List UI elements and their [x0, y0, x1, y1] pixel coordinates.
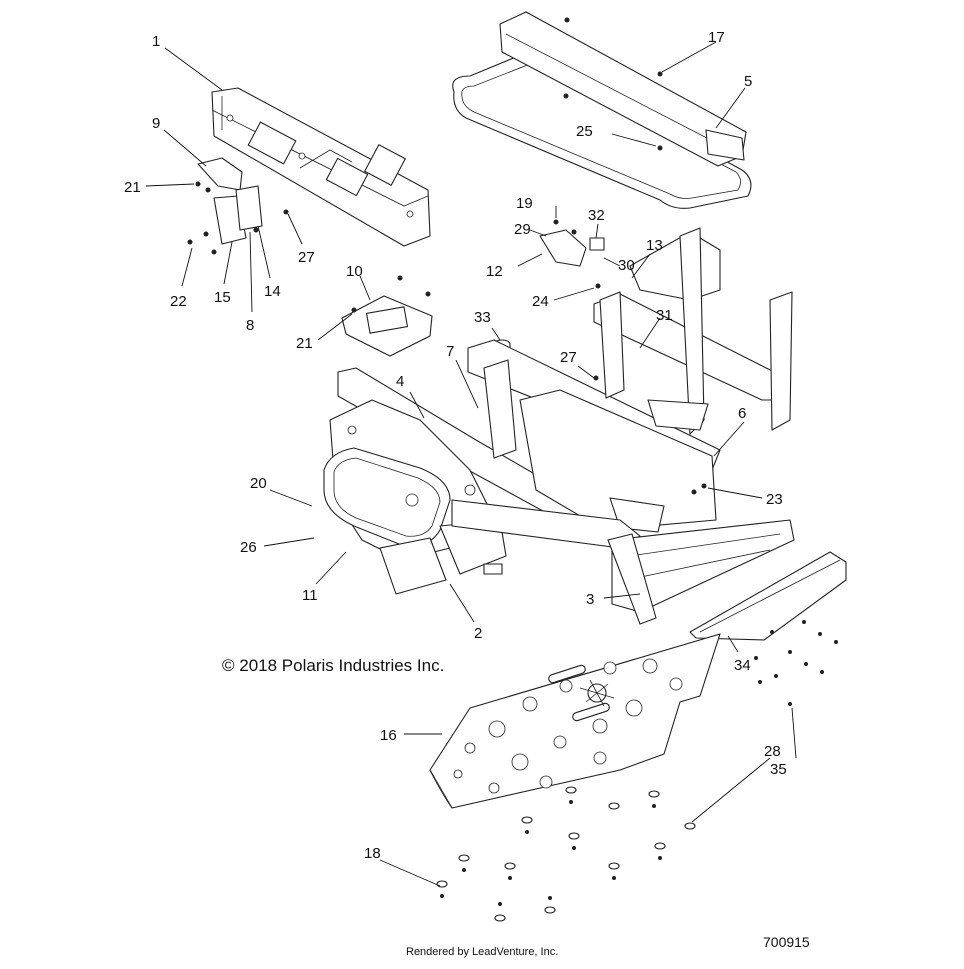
callout-28: 28 — [764, 743, 781, 760]
callout-1: 1 — [152, 33, 160, 50]
callout-19: 19 — [516, 195, 533, 212]
callout-24: 24 — [532, 293, 549, 310]
callout-17: 17 — [708, 29, 725, 46]
skid-plate-part — [429, 633, 721, 809]
callout-27-a: 27 — [298, 249, 315, 266]
callout-33: 33 — [474, 309, 491, 326]
callout-7: 7 — [446, 343, 454, 360]
callout-25: 25 — [576, 123, 593, 140]
bolt-row-2 — [754, 620, 838, 706]
callout-26: 26 — [240, 539, 257, 556]
callout-3: 3 — [586, 591, 594, 608]
callout-9: 9 — [152, 115, 160, 132]
callout-35: 35 — [770, 761, 787, 778]
callout-8: 8 — [246, 317, 254, 334]
leader-lines — [145, 41, 797, 887]
callout-5: 5 — [744, 73, 752, 90]
front-crossbeam-part — [211, 87, 431, 247]
callout-labels: 1 2 3 4 5 6 7 8 9 10 11 12 13 14 15 16 1… — [124, 29, 787, 862]
callout-31: 31 — [656, 307, 673, 324]
callout-12: 12 — [486, 263, 503, 280]
main-frame-part — [323, 227, 847, 641]
callout-27-b: 27 — [560, 349, 577, 366]
callout-29: 29 — [514, 221, 531, 238]
callout-22: 22 — [170, 293, 187, 310]
diagram-number: 700915 — [763, 934, 810, 950]
callout-6: 6 — [738, 405, 746, 422]
callout-30: 30 — [618, 257, 635, 274]
callout-4: 4 — [396, 373, 404, 390]
copyright-notice: © 2018 Polaris Industries Inc. — [222, 656, 445, 675]
nut-row-1 — [436, 786, 696, 922]
callout-14: 14 — [264, 283, 281, 300]
small-bracket-parts — [539, 219, 605, 289]
callout-18: 18 — [364, 845, 381, 862]
rear-rack-part — [452, 11, 752, 209]
callout-20: 20 — [250, 475, 267, 492]
callout-10: 10 — [346, 263, 363, 280]
callout-34: 34 — [734, 657, 751, 674]
bracket-parts-left — [187, 157, 289, 255]
callout-15: 15 — [214, 289, 231, 306]
callout-21-a: 21 — [124, 179, 141, 196]
fastener-set — [436, 620, 838, 922]
callout-21-b: 21 — [296, 335, 313, 352]
callout-11: 11 — [302, 587, 318, 604]
callout-2: 2 — [474, 625, 482, 642]
rendered-by-credit: Rendered by LeadVenture, Inc. — [406, 946, 559, 958]
callout-32: 32 — [588, 207, 605, 224]
callout-16: 16 — [380, 727, 397, 744]
plate-part — [341, 275, 433, 357]
callout-13: 13 — [646, 237, 663, 254]
bolt-row-1 — [440, 800, 662, 906]
callout-23: 23 — [766, 491, 783, 508]
